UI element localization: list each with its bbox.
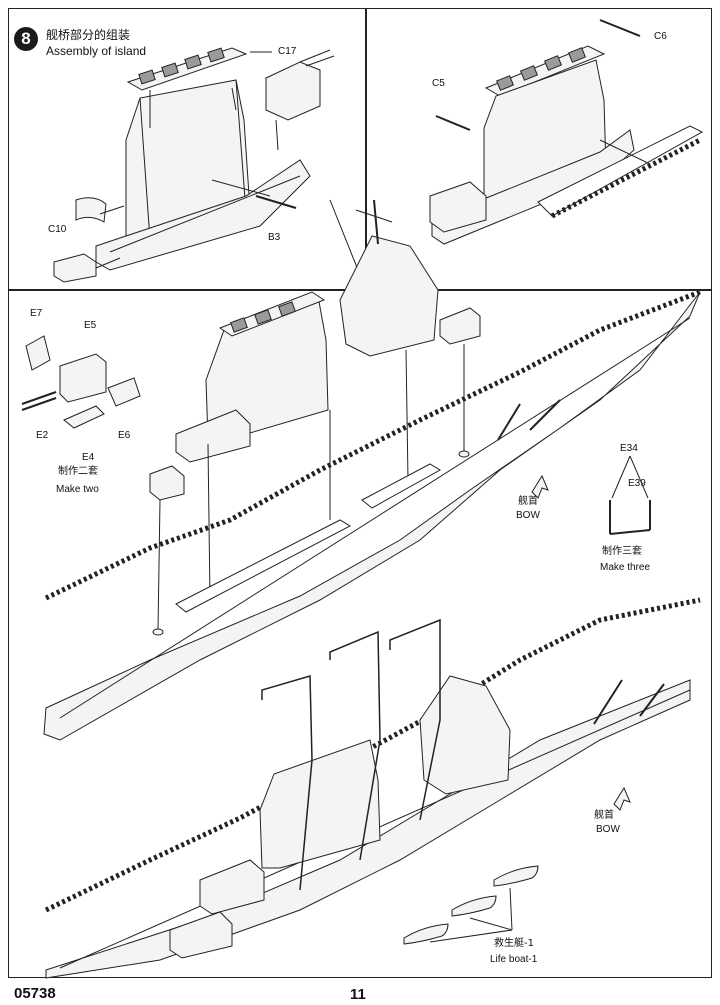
part-label-c6: C6 — [654, 31, 667, 42]
part-label-b3: B3 — [268, 232, 281, 243]
part-label-e6: E6 — [118, 430, 131, 441]
part-label-e5: E5 — [84, 320, 97, 331]
part-label-c5: C5 — [432, 78, 445, 89]
hull-illustration-2 — [44, 597, 701, 979]
lifeboat-label-en: Life boat-1 — [490, 954, 538, 965]
make-three-cn: 制作三套 — [602, 546, 642, 557]
bow-label-cn-2: 舰首 — [594, 810, 614, 821]
bow-label-en-1: BOW — [516, 510, 540, 521]
bow-label-cn-1: 舰首 — [518, 496, 538, 507]
top-right-panel — [366, 8, 712, 290]
make-two-cn: 制作二套 — [58, 466, 98, 477]
lifeboat-label-cn: 救生艇-1 — [494, 938, 534, 949]
bow-label-en-2: BOW — [596, 824, 620, 835]
island-illustration-1 — [53, 47, 335, 283]
hull-illustration-1 — [21, 199, 701, 741]
part-label-e7: E7 — [30, 308, 43, 319]
step-number-badge: 8 — [14, 27, 38, 51]
step-title-en: Assembly of island — [46, 44, 147, 58]
part-label-e39: E39 — [628, 478, 646, 489]
top-left-panel — [8, 8, 366, 290]
part-label-e2: E2 — [36, 430, 49, 441]
model-number: 05738 — [14, 985, 56, 1002]
part-label-c10: C10 — [48, 224, 67, 235]
part-label-e4: E4 — [82, 452, 95, 463]
make-three-en: Make three — [600, 562, 651, 573]
part-label-e34: E34 — [620, 443, 638, 454]
part-label-c17: C17 — [278, 46, 297, 57]
page-number: 11 — [350, 986, 366, 1003]
island-illustration-2 — [429, 19, 704, 245]
step-title-cn: 舰桥部分的组装 — [46, 28, 131, 42]
make-two-en: Make two — [56, 484, 99, 495]
